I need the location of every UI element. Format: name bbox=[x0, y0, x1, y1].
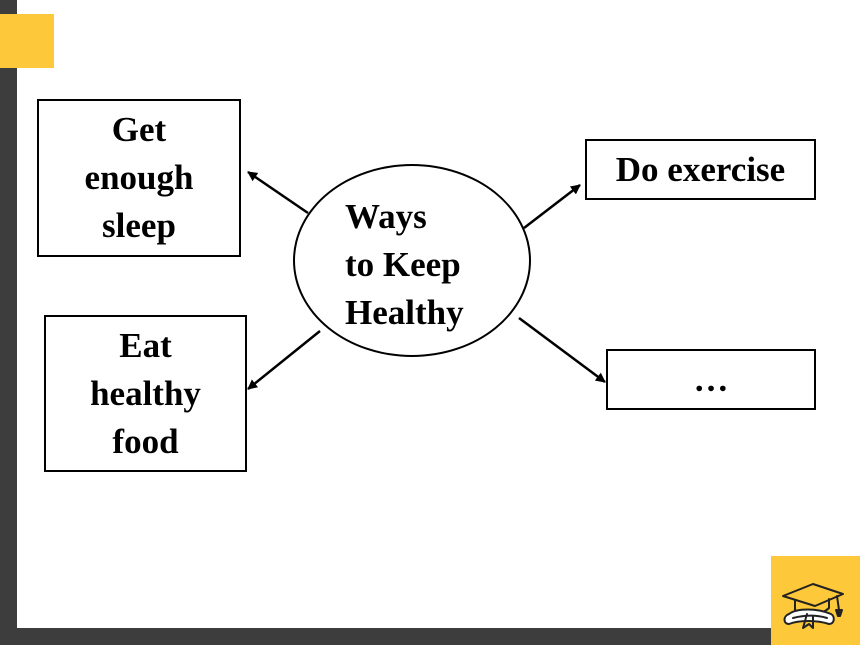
node-exercise-label: Do exercise bbox=[615, 149, 786, 189]
node-exercise: Do exercise bbox=[585, 139, 816, 200]
arrow-to-food bbox=[247, 330, 321, 390]
node-food: Eat healthy food bbox=[44, 315, 247, 472]
node-sleep: Get enough sleep bbox=[37, 99, 241, 257]
graduation-cap-diploma-icon bbox=[782, 583, 844, 629]
center-node-label: Ways to Keep Healthy bbox=[345, 197, 464, 332]
corner-accent-bottom-right bbox=[771, 556, 860, 645]
node-sleep-label: Get enough sleep bbox=[84, 110, 194, 245]
arrow-to-more bbox=[518, 316, 606, 384]
node-more-label: … bbox=[693, 359, 729, 399]
center-node bbox=[293, 164, 531, 357]
frame-left-bar bbox=[0, 0, 17, 645]
arrow-to-sleep bbox=[247, 170, 309, 215]
node-more: … bbox=[606, 349, 816, 410]
corner-accent-top-left bbox=[0, 14, 54, 68]
frame-bottom-bar bbox=[0, 628, 860, 645]
node-food-label: Eat healthy food bbox=[90, 325, 201, 461]
arrow-to-exercise bbox=[523, 184, 581, 229]
